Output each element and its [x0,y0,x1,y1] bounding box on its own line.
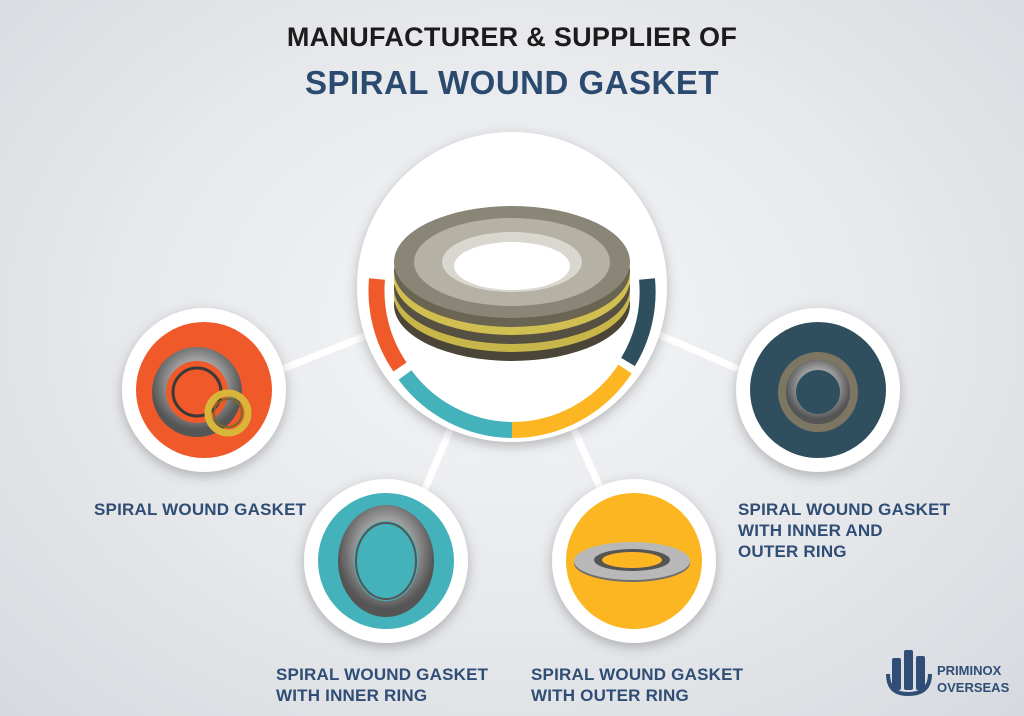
product-circle-inner-outer-ring [736,308,900,472]
center-gasket-image [394,206,630,361]
product-circle-outer-ring [552,479,716,643]
label-spiral-wound-gasket: SPIRAL WOUND GASKET [94,500,307,519]
page-title: SPIRAL WOUND GASKET [304,64,720,101]
connector-line-4 [656,331,740,372]
connector-line-1 [281,331,372,372]
connector-line-2 [418,426,454,500]
header-line-1: MANUFACTURER & SUPPLIER OF [286,22,738,52]
logo-text-overseas: OVERSEAS [937,680,1010,695]
product-circle-inner-ring [304,479,468,643]
label-inner-and-outer-ring: SPIRAL WOUND GASKET WITH INNER AND OUTER… [738,500,951,561]
arc-segment-dark [621,278,656,367]
logo-text-priminox: PRIMINOX [937,663,1002,678]
connector-line-3 [570,426,608,500]
arc-segment-orange [368,278,407,372]
label-inner-ring: SPIRAL WOUND GASKET WITH INNER RING [276,665,489,705]
priminox-logo-icon [886,650,932,696]
product-circle-spiral-wound [122,308,286,472]
connector-lines [281,331,740,500]
arc-segment-teal [398,370,513,438]
label-outer-ring: SPIRAL WOUND GASKET WITH OUTER RING [531,665,744,705]
center-color-arc [368,278,656,439]
arc-segment-yellow [511,364,632,439]
